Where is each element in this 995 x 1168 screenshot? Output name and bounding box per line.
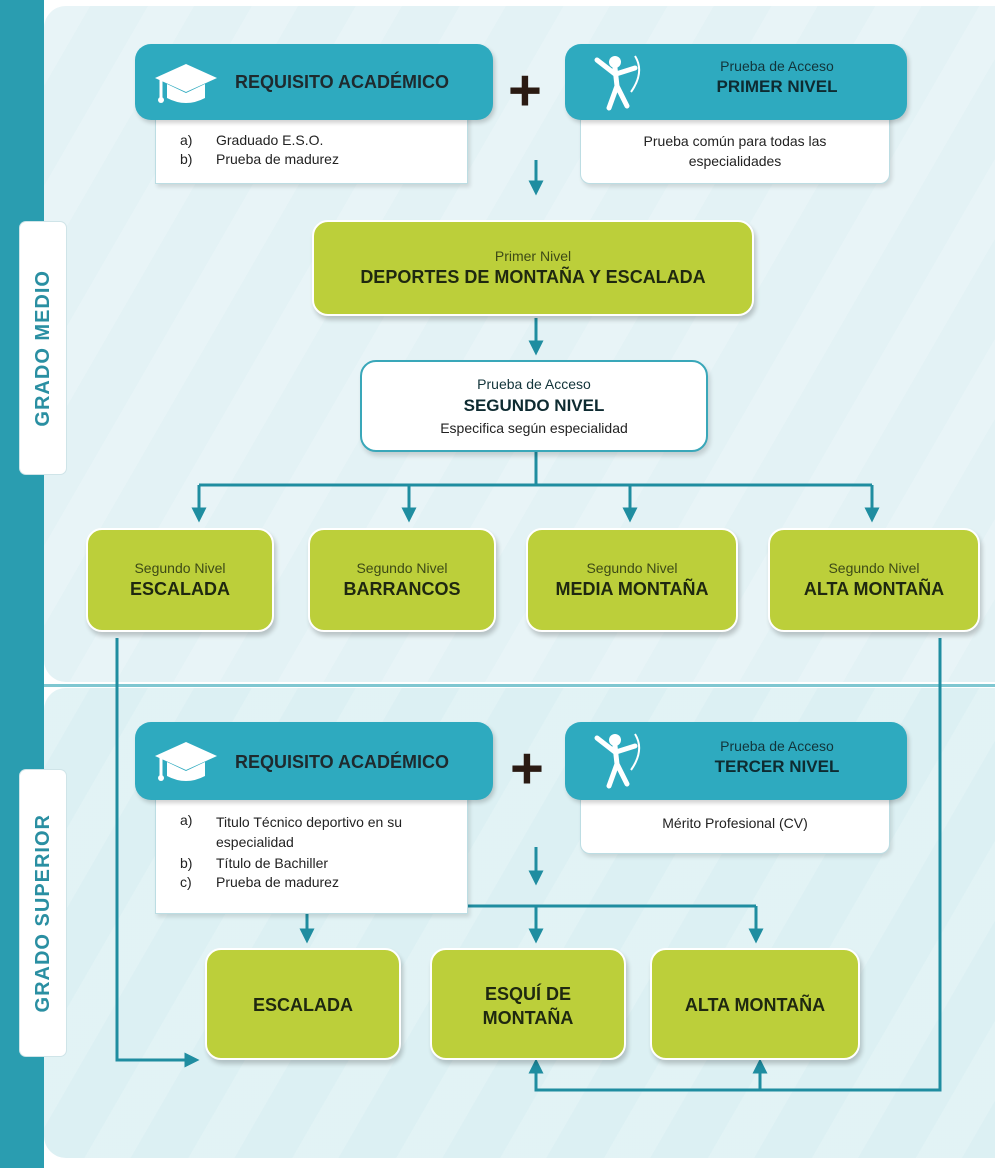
list-item: a)Titulo Técnico deportivo en su especia… (180, 812, 402, 850)
alta-path-to-esqui (528, 638, 942, 1092)
prueba-primer-big: PRIMER NIVEL (716, 77, 838, 96)
prueba-primer-text: Prueba de Acceso PRIMER NIVEL (657, 58, 897, 97)
segundo-nivel-big: ESCALADA (129, 579, 230, 599)
grado-medio-tab: GRADO MEDIO (20, 222, 66, 474)
requisito-superior-list: a)Titulo Técnico deportivo en su especia… (180, 809, 450, 893)
list-item: a)Graduado E.S.O. (180, 132, 324, 148)
requisito-medio-title: REQUISITO ACADÉMICO (235, 72, 450, 92)
prueba-tercer-big: TERCER NIVEL (714, 757, 840, 776)
prueba-tercer-text: Prueba de Acceso TERCER NIVEL (657, 738, 897, 777)
primer-nivel-big: DEPORTES DE MONTAÑA Y ESCALADA (360, 267, 706, 287)
segundo-nivel-escalada: Segundo Nivel ESCALADA (86, 528, 274, 632)
list-item: c)Prueba de madurez (180, 874, 339, 890)
prueba-tercer-small: Prueba de Acceso (720, 738, 834, 754)
segundo-nivel-small: Segundo Nivel (356, 560, 448, 576)
segundo-nivel-media-montana: Segundo Nivel MEDIA MONTAÑA (526, 528, 738, 632)
segundo-nivel-alta-montana: Segundo Nivel ALTA MONTAÑA (768, 528, 980, 632)
primer-nivel-small: Primer Nivel (494, 248, 572, 264)
climber-icon (594, 733, 641, 789)
prueba-primer-desc: Prueba común para todas las especialidad… (643, 133, 827, 169)
graduation-cap-icon (155, 742, 217, 781)
prueba-primer-header: Prueba de Acceso PRIMER NIVEL (565, 44, 907, 120)
final-alta-montana: ALTA MONTAÑA (650, 948, 860, 1060)
final-label: ESCALADA (252, 995, 353, 1015)
final-label: ALTA MONTAÑA (684, 995, 826, 1015)
primer-nivel-box: Primer Nivel DEPORTES DE MONTAÑA Y ESCAL… (312, 220, 754, 316)
segundo-nivel-big: MEDIA MONTAÑA (555, 579, 709, 599)
prueba-tercer-desc: Mérito Profesional (CV) (662, 815, 808, 831)
plus-sign-medio: + (508, 58, 542, 123)
segundo-nivel-barrancos: Segundo Nivel BARRANCOS (308, 528, 496, 632)
segundo-nivel-big: BARRANCOS (343, 579, 461, 599)
final-escalada: ESCALADA (205, 948, 401, 1060)
prueba-segundo-desc: Especifica según especialidad (440, 420, 628, 436)
prueba-segundo-big: SEGUNDO NIVEL (463, 396, 605, 415)
section-divider (44, 684, 995, 687)
prueba-segundo-box: Prueba de Acceso SEGUNDO NIVEL Especific… (360, 360, 708, 452)
graduation-cap-icon (155, 64, 217, 103)
final-esqui-de-montana: ESQUÍ DE MONTAÑA (430, 948, 626, 1060)
requisito-superior-header: REQUISITO ACADÉMICO (135, 722, 493, 800)
climber-icon (594, 55, 641, 111)
grado-superior-tab: GRADO SUPERIOR (20, 770, 66, 1056)
list-item: b)Prueba de madurez (180, 151, 339, 167)
list-item: b)Título de Bachiller (180, 855, 329, 871)
prueba-segundo-small: Prueba de Acceso (477, 376, 591, 392)
segundo-nivel-small: Segundo Nivel (586, 560, 678, 576)
segundo-nivel-big: ALTA MONTAÑA (803, 579, 945, 599)
requisito-superior-list-box: a)Titulo Técnico deportivo en su especia… (155, 788, 468, 914)
requisito-superior-title: REQUISITO ACADÉMICO (235, 752, 450, 772)
requisito-medio-list: a)Graduado E.S.O. b)Prueba de madurez (180, 129, 339, 170)
prueba-primer-small: Prueba de Acceso (720, 58, 834, 74)
segundo-nivel-small: Segundo Nivel (828, 560, 920, 576)
segundo-nivel-small: Segundo Nivel (134, 560, 226, 576)
final-label: ESQUÍ DE MONTAÑA (482, 983, 574, 1028)
prueba-tercer-header: Prueba de Acceso TERCER NIVEL (565, 722, 907, 800)
plus-sign-superior: + (510, 736, 544, 801)
escalada-path-to-superior (115, 638, 200, 1068)
requisito-medio-header: REQUISITO ACADÉMICO (135, 44, 493, 120)
